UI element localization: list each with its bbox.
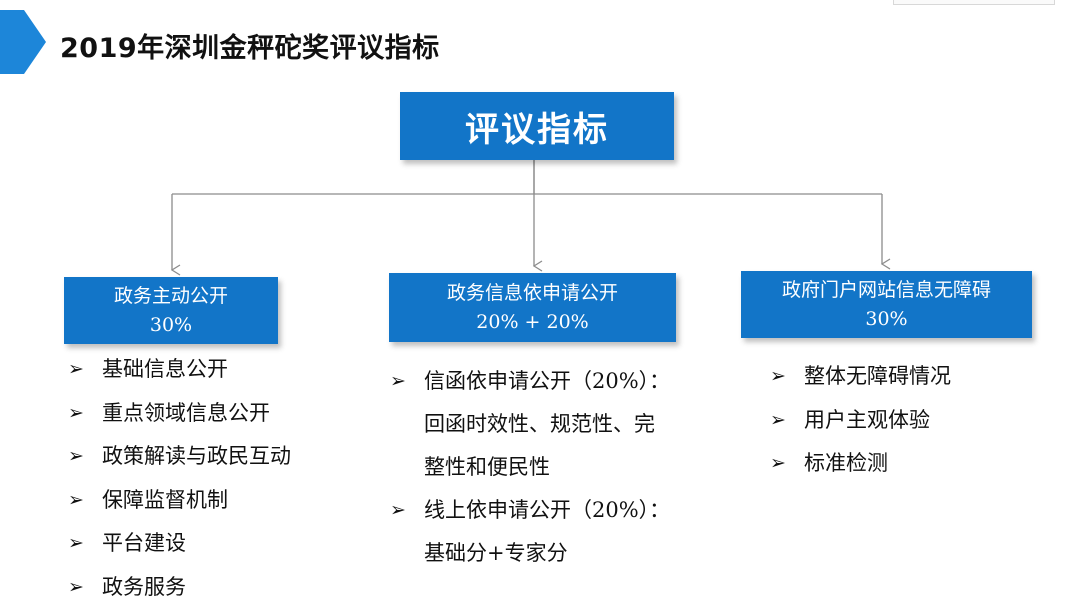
list-item-text: 政策解读与政民互动 — [102, 444, 291, 468]
branch-node-active-disclosure: 政务主动公开 30% — [64, 277, 278, 344]
list-item-text: 重点领域信息公开 — [102, 401, 270, 425]
list-item: ➢ 保障监督机制 — [68, 482, 291, 526]
list-item-detail: 回函时效性、规范性、完 — [424, 403, 670, 446]
list-item: ➢ 整体无障碍情况 — [770, 358, 951, 402]
list-item: ➢ 用户主观体验 — [770, 402, 951, 446]
arrow-bullet-icon: ➢ — [770, 402, 786, 438]
list-item-text: 基础信息公开 — [102, 357, 228, 381]
branch-weight: 30% — [741, 305, 1032, 334]
arrow-bullet-icon: ➢ — [68, 438, 84, 474]
arrow-bullet-icon: ➢ — [770, 358, 786, 394]
list-item-text: 信函依申请公开（20%）： — [424, 360, 670, 403]
branch-node-accessibility: 政府门户网站信息无障碍 30% — [741, 271, 1032, 338]
arrow-bullet-icon: ➢ — [390, 360, 406, 403]
root-label: 评议指标 — [465, 102, 609, 151]
list-item-text: 整体无障碍情况 — [804, 364, 951, 388]
list-item: ➢ 重点领域信息公开 — [68, 395, 291, 439]
arrow-bullet-icon: ➢ — [68, 395, 84, 431]
arrow-bullet-icon: ➢ — [770, 445, 786, 481]
list-item: ➢ 信函依申请公开（20%）： 回函时效性、规范性、完 整性和便民性 — [390, 360, 670, 489]
list-item-text: 平台建设 — [102, 531, 186, 555]
list-item-detail: 基础分+专家分 — [424, 532, 670, 575]
branch-weight: 20% + 20% — [389, 308, 676, 337]
list-item: ➢ 政策解读与政民互动 — [68, 438, 291, 482]
arrow-bullet-icon: ➢ — [390, 489, 406, 532]
list-item-text: 标准检测 — [804, 451, 888, 475]
branch-title: 政务信息依申请公开 — [389, 279, 676, 308]
branch-items-accessibility: ➢ 整体无障碍情况 ➢ 用户主观体验 ➢ 标准检测 — [770, 358, 951, 489]
branch-items-active-disclosure: ➢ 基础信息公开 ➢ 重点领域信息公开 ➢ 政策解读与政民互动 ➢ 保障监督机制 ➢ 平台… — [68, 351, 291, 612]
branch-node-request-disclosure: 政务信息依申请公开 20% + 20% — [389, 273, 676, 342]
list-item: ➢ 线上依申请公开（20%）： 基础分+专家分 — [390, 489, 670, 575]
list-item-text: 线上依申请公开（20%）： — [424, 489, 670, 532]
root-node: 评议指标 — [400, 92, 674, 160]
list-item-text: 用户主观体验 — [804, 408, 930, 432]
list-item: ➢ 政务服务 — [68, 569, 291, 612]
branch-weight: 30% — [64, 311, 278, 340]
list-item: ➢ 标准检测 — [770, 445, 951, 489]
list-item: ➢ 基础信息公开 — [68, 351, 291, 395]
arrow-bullet-icon: ➢ — [68, 525, 84, 561]
branch-items-request-disclosure: ➢ 信函依申请公开（20%）： 回函时效性、规范性、完 整性和便民性 ➢ 线上依… — [390, 360, 670, 575]
list-item-text: 保障监督机制 — [102, 488, 228, 512]
arrow-bullet-icon: ➢ — [68, 482, 84, 518]
arrow-bullet-icon: ➢ — [68, 351, 84, 387]
branch-title: 政府门户网站信息无障碍 — [741, 276, 1032, 305]
arrow-bullet-icon: ➢ — [68, 569, 84, 605]
list-item-detail: 整性和便民性 — [424, 446, 670, 489]
list-item: ➢ 平台建设 — [68, 525, 291, 569]
branch-title: 政务主动公开 — [64, 282, 278, 311]
list-item-text: 政务服务 — [102, 575, 186, 599]
